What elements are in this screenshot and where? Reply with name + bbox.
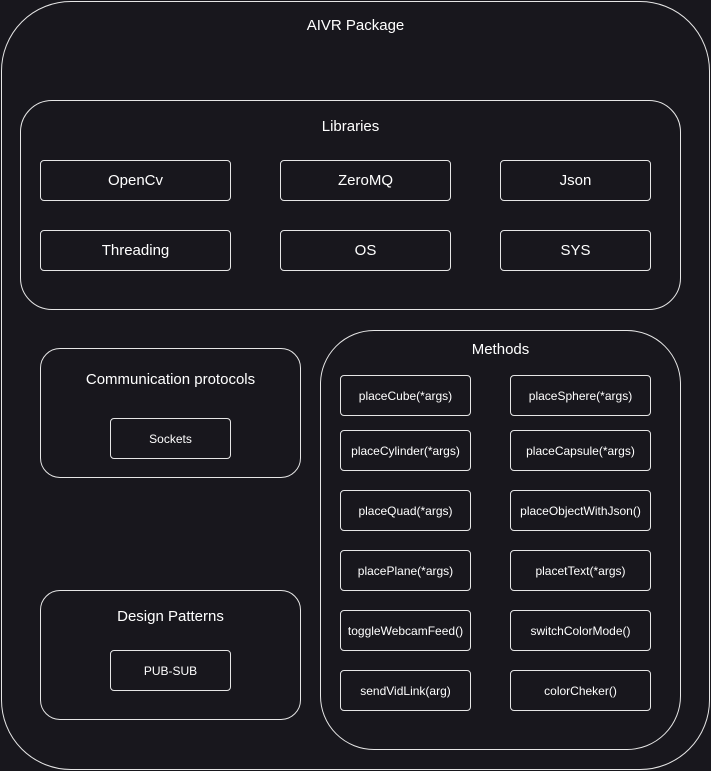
method-toggle-webcam-feed: toggleWebcamFeed() <box>340 610 471 651</box>
communication-protocols-group: Communication protocols <box>40 348 301 478</box>
pattern-pub-sub: PUB-SUB <box>110 650 231 691</box>
method-place-sphere: placeSphere(*args) <box>510 375 651 416</box>
method-place-cylinder: placeCylinder(*args) <box>340 430 471 471</box>
package-title: AIVR Package <box>306 17 405 34</box>
method-place-object-with-json: placeObjectWithJson() <box>510 490 651 531</box>
methods-group: Methods <box>320 330 681 750</box>
libraries-title: Libraries <box>321 118 380 135</box>
library-json: Json <box>500 160 651 201</box>
library-sys: SYS <box>500 230 651 271</box>
protocol-sockets: Sockets <box>110 418 231 459</box>
method-switch-color-mode: switchColorMode() <box>510 610 651 651</box>
method-color-cheker: colorCheker() <box>510 670 651 711</box>
method-place-capsule: placeCapsule(*args) <box>510 430 651 471</box>
method-send-vid-link: sendVidLink(arg) <box>340 670 471 711</box>
design-patterns-title: Design Patterns <box>117 608 224 625</box>
method-place-text: placetText(*args) <box>510 550 651 591</box>
method-place-plane: placePlane(*args) <box>340 550 471 591</box>
method-place-cube: placeCube(*args) <box>340 375 471 416</box>
design-patterns-group: Design Patterns <box>40 590 301 720</box>
library-opencv: OpenCv <box>40 160 231 201</box>
methods-title: Methods <box>471 341 530 358</box>
library-threading: Threading <box>40 230 231 271</box>
method-place-quad: placeQuad(*args) <box>340 490 471 531</box>
libraries-group: Libraries <box>20 100 681 310</box>
communication-protocols-title: Communication protocols <box>85 371 256 388</box>
library-os: OS <box>280 230 451 271</box>
library-zeromq: ZeroMQ <box>280 160 451 201</box>
